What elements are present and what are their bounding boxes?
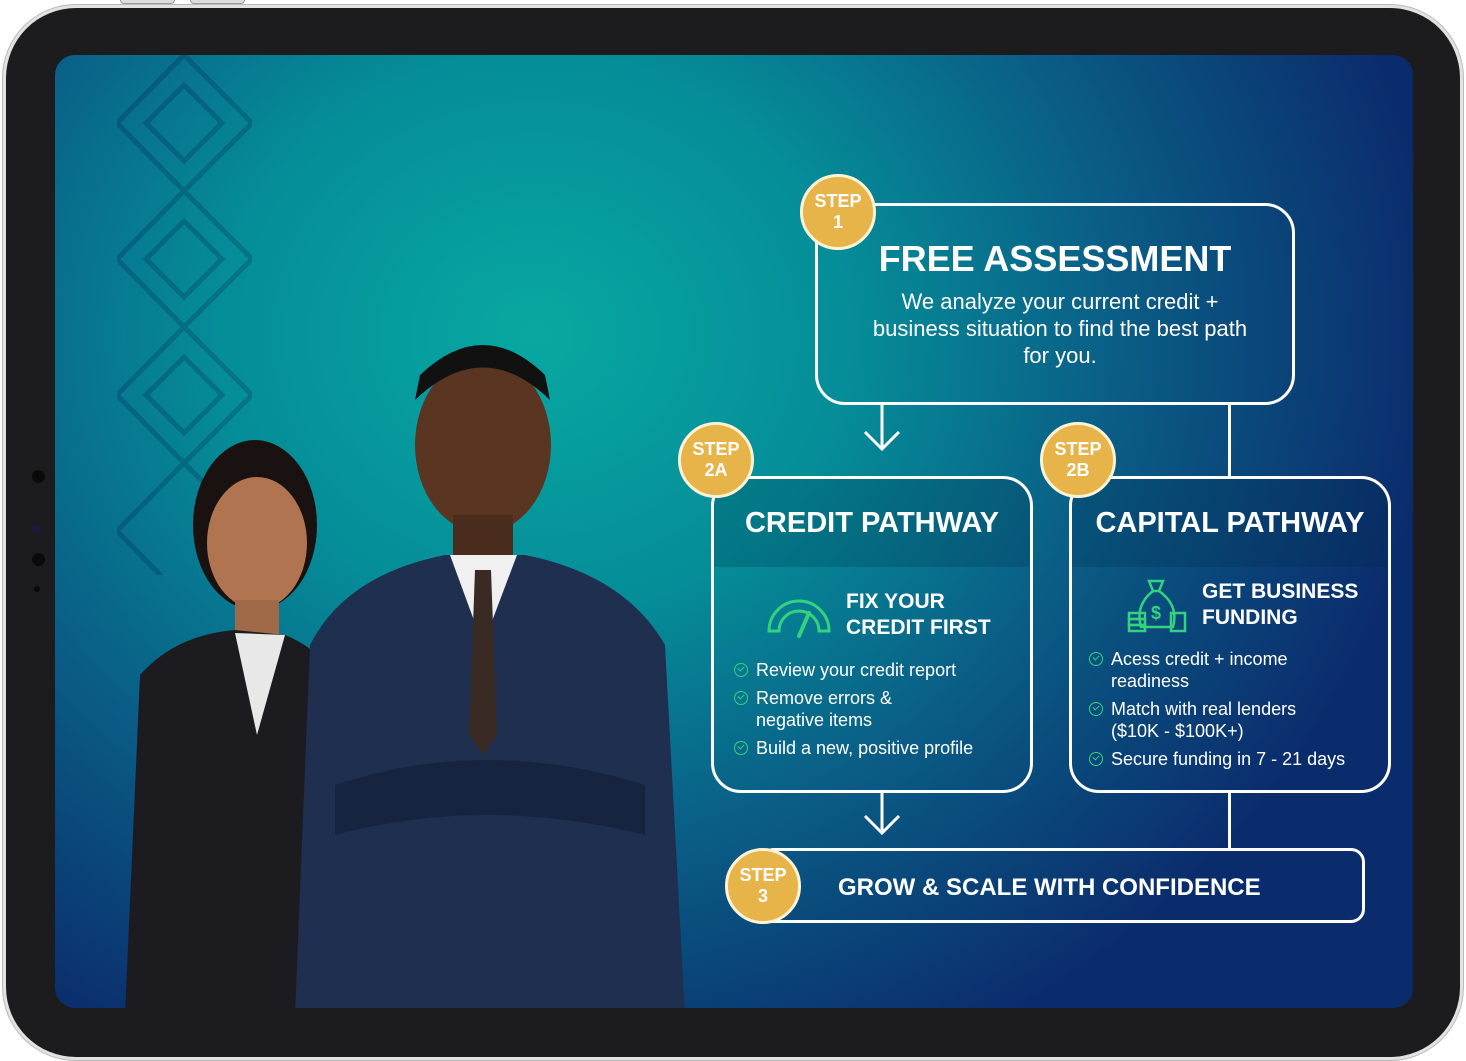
- camera: [32, 525, 41, 534]
- volume-button: [120, 0, 175, 4]
- speedometer-icon: [767, 599, 831, 638]
- check-icon: [1089, 702, 1103, 716]
- credit-subtitle: FIX YOUR CREDIT FIRST: [846, 589, 991, 641]
- step3-title: GROW & SCALE WITH CONFIDENCE: [838, 874, 1261, 901]
- item-text: Build a new, positive profile: [756, 738, 974, 758]
- money-bag-icon: $: [1127, 579, 1187, 633]
- subtitle-line: FIX YOUR: [846, 590, 945, 613]
- capital-pathway-title: CAPITAL PATHWAY: [1095, 507, 1365, 539]
- badge-number: 2A: [704, 460, 728, 480]
- card-header: [714, 479, 1030, 567]
- list-item: Build a new, positive profile: [734, 737, 1024, 759]
- decorative-pattern: [117, 55, 252, 575]
- badge-label: STEP: [1054, 439, 1102, 459]
- item-text: Remove errors & negative items: [756, 688, 893, 730]
- badge-number: 1: [832, 212, 843, 232]
- arrow-down-icon: [863, 792, 901, 836]
- item-text: Match with real lenders ($10K - $100K+): [1111, 699, 1297, 741]
- list-item: Acess credit + income readiness: [1089, 648, 1389, 692]
- step1-card: FREE ASSESSMENT We analyze your current …: [815, 203, 1295, 405]
- subtitle-line: CREDIT FIRST: [846, 616, 991, 639]
- check-icon: [734, 691, 748, 705]
- list-item: Remove errors & negative items: [734, 687, 1024, 731]
- volume-button: [190, 0, 245, 4]
- check-icon: [1089, 652, 1103, 666]
- capital-subtitle: GET BUSINESS FUNDING: [1202, 579, 1358, 631]
- item-text: Review your credit report: [756, 660, 957, 680]
- badge-label: STEP: [814, 191, 862, 211]
- connector-line: [1228, 792, 1231, 849]
- sensor: [32, 470, 45, 483]
- credit-checklist: Review your credit report Remove errors …: [734, 659, 1024, 765]
- badge-label: STEP: [692, 439, 740, 459]
- man: [295, 345, 685, 1008]
- credit-pathway-card: CREDIT PATHWAY FIX YOUR CREDIT FIRST Revi…: [711, 476, 1033, 793]
- subtitle-line: GET BUSINESS: [1202, 580, 1359, 603]
- step1-description: We analyze your current credit + busines…: [872, 289, 1248, 368]
- badge-number: 3: [757, 886, 768, 906]
- capital-checklist: Acess credit + income readiness Match wi…: [1089, 648, 1389, 776]
- credit-pathway-title: CREDIT PATHWAY: [744, 507, 1000, 539]
- step1-title: FREE ASSESSMENT: [878, 238, 1232, 279]
- connector-line: [1228, 403, 1231, 477]
- subtitle-line: FUNDING: [1202, 606, 1298, 629]
- item-text: Acess credit + income readiness: [1111, 649, 1288, 691]
- check-icon: [734, 663, 748, 677]
- badge-label: STEP: [739, 865, 787, 885]
- item-text: Secure funding in 7 - 21 days: [1111, 749, 1346, 769]
- capital-pathway-card: CAPITAL PATHWAY $ GET BUSINESS FUNDING Ac…: [1069, 476, 1391, 793]
- step3-card: GROW & SCALE WITH CONFIDENCE: [760, 848, 1365, 923]
- check-icon: [1089, 752, 1103, 766]
- card-header: [1072, 479, 1388, 567]
- list-item: Review your credit report: [734, 659, 1024, 681]
- list-item: Match with real lenders ($10K - $100K+): [1089, 698, 1389, 742]
- arrow-down-icon: [863, 402, 901, 452]
- sensor: [34, 586, 40, 592]
- check-icon: [734, 741, 748, 755]
- sensor: [32, 553, 45, 566]
- list-item: Secure funding in 7 - 21 days: [1089, 748, 1389, 770]
- badge-number: 2B: [1066, 460, 1090, 480]
- business-people-photo: [125, 345, 685, 1008]
- svg-text:$: $: [1151, 603, 1161, 623]
